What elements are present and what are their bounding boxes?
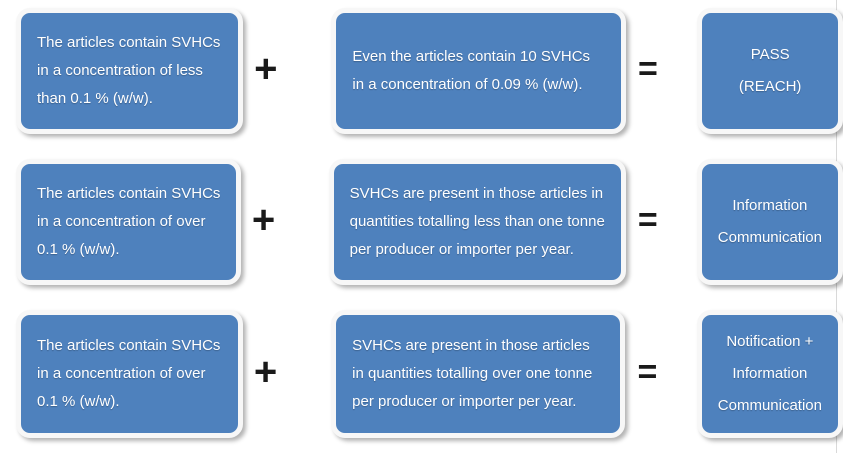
result-box-row-3[interactable]: Notification + Information Communication	[696, 310, 843, 438]
text-line: (REACH)	[738, 78, 802, 95]
condition-box-row-3[interactable]: The articles contain SVHCs in a concentr…	[16, 310, 244, 438]
text-line: Communication	[717, 229, 822, 246]
text-line: SVHCs are present in those articles	[352, 337, 590, 354]
text-line: 0.1 % (w/w).	[37, 393, 120, 410]
condition-box-row-1[interactable]: The articles contain SVHCs in a concentr…	[16, 8, 244, 134]
plus-glyph: +	[251, 198, 276, 242]
text-line: in a concentration of over	[37, 365, 206, 382]
table-row: The articles contain SVHCs in a concentr…	[0, 159, 843, 285]
text-line: Notification +	[726, 333, 814, 350]
plus-icon: +	[250, 8, 281, 134]
plus-glyph: +	[253, 350, 278, 394]
text-line: The articles contain SVHCs	[37, 337, 221, 354]
quantity-box-row-3[interactable]: SVHCs are present in those articles in q…	[331, 310, 626, 438]
text-line: per producer or importer per year.	[352, 393, 577, 410]
text-line: Information	[732, 197, 808, 214]
result-text-row-1: PASS (REACH)	[702, 39, 838, 103]
equals-icon: =	[636, 8, 661, 134]
condition-box-row-2[interactable]: The articles contain SVHCs in a concentr…	[16, 159, 242, 285]
condition-text-row-3: The articles contain SVHCs in a concentr…	[21, 332, 238, 416]
condition-text-row-1: The articles contain SVHCs in a concentr…	[21, 29, 238, 113]
equals-glyph: =	[637, 201, 658, 239]
plus-icon: +	[250, 310, 281, 438]
equals-icon: =	[635, 310, 660, 438]
result-text-row-2: Information Communication	[702, 190, 838, 254]
condition-text-row-2: The articles contain SVHCs in a concentr…	[21, 180, 236, 264]
text-line: 0.1 % (w/w).	[37, 241, 120, 258]
equals-glyph: =	[638, 50, 658, 88]
quantity-text-row-2: SVHCs are present in those articles in q…	[334, 180, 621, 264]
table-row: The articles contain SVHCs in a concentr…	[0, 310, 843, 438]
quantity-text-row-1: Even the articles contain 10 SVHCs in a …	[336, 43, 620, 99]
plus-icon: +	[248, 159, 278, 285]
text-line: The articles contain SVHCs	[37, 185, 221, 202]
text-line: The articles contain SVHCs	[37, 34, 221, 51]
quantity-box-row-2[interactable]: SVHCs are present in those articles in q…	[328, 159, 626, 285]
text-line: Even the articles contain 10 SVHCs	[352, 48, 591, 65]
text-line: per producer or importer per year.	[349, 241, 574, 258]
text-line: in quantities totalling over one tonne	[352, 365, 593, 382]
text-line: than 0.1 % (w/w).	[37, 90, 153, 107]
equals-icon: =	[636, 159, 660, 285]
text-line: in a concentration of 0.09 % (w/w).	[352, 76, 583, 93]
text-line: in a concentration of over	[37, 213, 206, 230]
result-box-row-1[interactable]: PASS (REACH)	[697, 8, 843, 134]
result-box-row-2[interactable]: Information Communication	[696, 159, 843, 285]
quantity-box-row-1[interactable]: Even the articles contain 10 SVHCs in a …	[331, 8, 626, 134]
text-line: SVHCs are present in those articles in	[349, 185, 604, 202]
text-line: in a concentration of less	[37, 62, 203, 79]
text-line: quantities totalling less than one tonne	[349, 213, 605, 230]
text-line: PASS	[750, 46, 790, 63]
result-text-row-3: Notification + Information Communication	[702, 326, 838, 422]
plus-glyph: +	[254, 47, 278, 91]
table-row: The articles contain SVHCs in a concentr…	[0, 8, 843, 134]
text-line: Information	[732, 365, 808, 382]
quantity-text-row-3: SVHCs are present in those articles in q…	[336, 332, 620, 416]
equals-glyph: =	[637, 353, 658, 391]
text-line: Communication	[717, 397, 822, 414]
